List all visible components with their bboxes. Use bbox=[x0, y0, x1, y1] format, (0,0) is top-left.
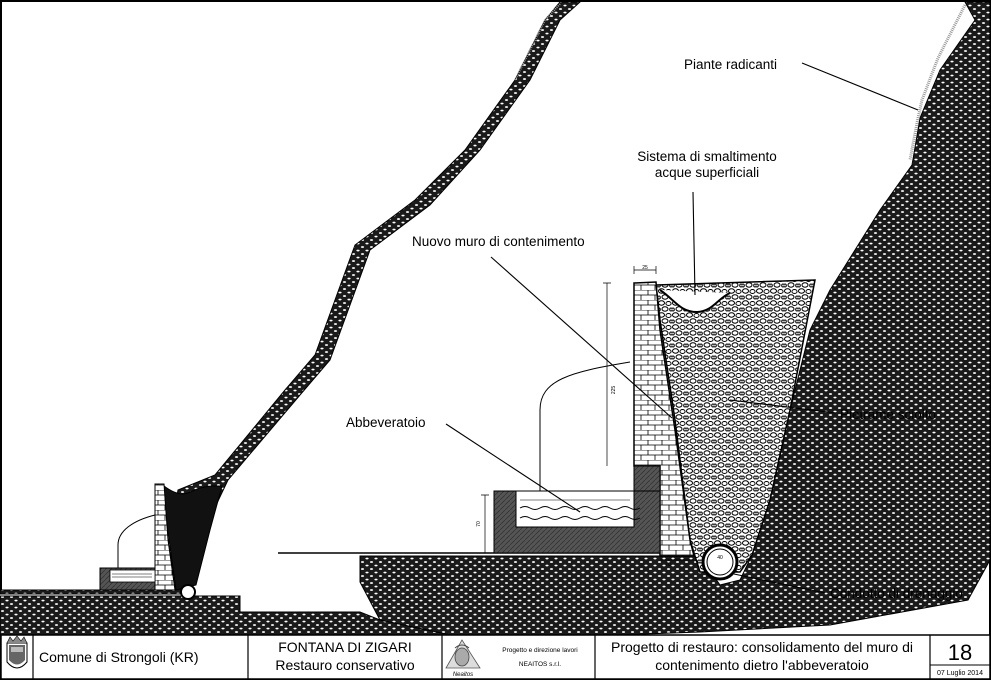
dim-wall-height: 225 bbox=[611, 386, 617, 395]
title-block: Comune di Strongoli (KR) FONTANA DI ZIGA… bbox=[0, 634, 991, 680]
label-nuovo-muro: Nuovo muro di contenimento bbox=[412, 234, 585, 249]
description-line1: Progetto di restauro: consolidamento del… bbox=[611, 639, 913, 655]
sheet-date: 07 Luglio 2014 bbox=[937, 670, 983, 677]
label-pietrame-sciolto: Pietrame sciolto bbox=[840, 407, 936, 422]
coat-of-arms-icon bbox=[6, 635, 28, 669]
project-subtitle: Restauro conservativo bbox=[275, 657, 415, 673]
label-sistema-line1: Sistema di smaltimento bbox=[637, 149, 777, 164]
retaining-wall-detail bbox=[481, 266, 816, 581]
label-abbeveratoio: Abbeveratoio bbox=[346, 415, 426, 430]
label-piante-radicanti: Piante radicanti bbox=[684, 57, 777, 72]
dim-pipe: 40 bbox=[717, 555, 723, 561]
small-backfill bbox=[163, 484, 223, 591]
dim-trough-height: 70 bbox=[476, 521, 482, 527]
leader-lines bbox=[445, 62, 919, 594]
drainage-channel bbox=[659, 289, 731, 314]
small-detail bbox=[99, 483, 223, 600]
designer-role: Progetto e direzione lavori bbox=[502, 647, 578, 654]
gravel-backfill bbox=[655, 279, 816, 573]
dim-wall-top: 25 bbox=[642, 265, 648, 271]
label-condotto: Condotto di drenaggio bbox=[830, 586, 963, 601]
small-pipe bbox=[180, 584, 196, 600]
label-sistema-line2: acque superficiali bbox=[655, 165, 759, 180]
drainage-pipe bbox=[701, 543, 739, 581]
comune-label: Comune di Strongoli (KR) bbox=[39, 649, 199, 665]
designer-name: NEAITOS s.r.l. bbox=[519, 661, 561, 668]
description-line2: contenimento dietro l'abbeveratoio bbox=[655, 657, 869, 673]
logo-caption: Neaitos bbox=[453, 672, 473, 678]
dim-base: 70 bbox=[665, 562, 671, 568]
sheet-number: 18 bbox=[948, 640, 972, 665]
project-title: FONTANA DI ZIGARI bbox=[278, 639, 412, 655]
designer-logo-icon: Neaitos bbox=[444, 637, 484, 678]
